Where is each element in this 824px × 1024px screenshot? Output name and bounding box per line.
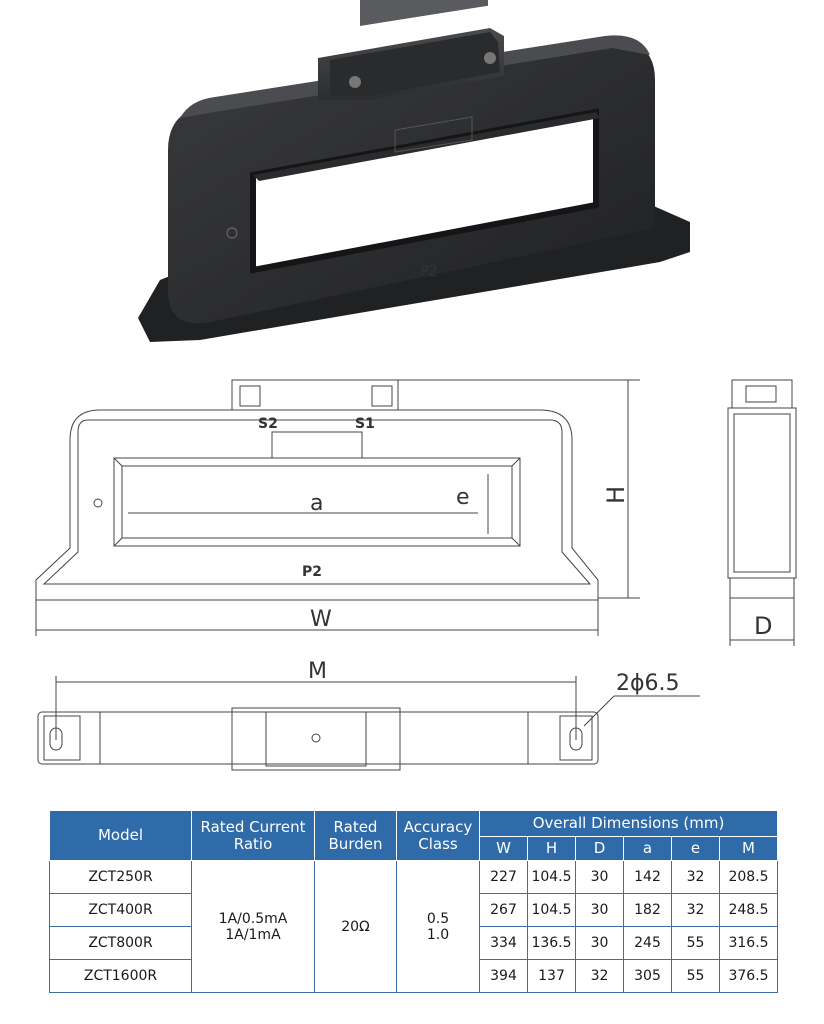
- product-photo: S2 S1 P2: [138, 0, 690, 342]
- header-burden: Rated Burden: [314, 810, 397, 861]
- side-view-drawing: D: [727, 379, 797, 646]
- dim-cell: 104.5: [527, 893, 576, 927]
- dim-cell: 136.5: [527, 926, 576, 960]
- front-p2-label: P2: [302, 564, 322, 580]
- dim-cell: 334: [479, 926, 528, 960]
- header-ratio: Rated Current Ratio: [191, 810, 315, 861]
- photo-window: [250, 108, 599, 274]
- dim-e-label: e: [456, 485, 470, 510]
- dim-cell: 32: [575, 959, 624, 993]
- photo-p2-label: P2: [420, 264, 437, 280]
- front-s2-label: S2: [258, 416, 278, 432]
- front-view-drawing: S2 S1 P2 a e H W: [35, 379, 640, 636]
- model-cell: ZCT1600R: [49, 959, 192, 993]
- header-dim: M: [718, 836, 779, 861]
- dim-cell: 267: [479, 893, 528, 927]
- dim-cell: 305: [623, 959, 672, 993]
- dim-cell: 104.5: [527, 860, 576, 894]
- header-overall: Overall Dimensions (mm): [478, 810, 779, 837]
- model-cell: ZCT800R: [49, 926, 192, 960]
- hole-dim-label: 2ϕ6.5: [616, 671, 680, 696]
- dim-cell: 142: [623, 860, 672, 894]
- photo-s1-label: S1: [470, 88, 488, 104]
- header-dim: W: [479, 836, 528, 861]
- class-cell: 0.5 1.0: [396, 860, 480, 993]
- dim-cell: 245: [623, 926, 672, 960]
- front-s1-label: S1: [355, 416, 375, 432]
- dim-cell: 32: [671, 860, 720, 894]
- dim-cell: 376.5: [718, 959, 779, 993]
- model-cell: ZCT400R: [49, 893, 192, 927]
- table-row: ZCT800R 334 136.5 30 245 55 316.5: [49, 926, 779, 960]
- dim-cell: 55: [671, 959, 720, 993]
- dim-cell: 30: [575, 860, 624, 894]
- dim-cell: 55: [671, 926, 720, 960]
- dim-cell: 394: [479, 959, 528, 993]
- model-cell: ZCT250R: [49, 860, 192, 894]
- dim-a-label: a: [310, 491, 323, 516]
- header-class: Accuracy Class: [396, 810, 480, 861]
- header-dim: e: [671, 836, 720, 861]
- table-row: ZCT250R 1A/0.5mA 1A/1mA 20Ω 0.5 1.0 227 …: [49, 860, 779, 993]
- spec-table: Model Rated Current Ratio Rated Burden A…: [49, 810, 779, 993]
- dim-cell: 30: [575, 893, 624, 927]
- dim-cell: 32: [671, 893, 720, 927]
- table-row: ZCT400R 267 104.5 30 182 32 248.5: [49, 893, 779, 927]
- dim-cell: 137: [527, 959, 576, 993]
- dim-cell: 227: [479, 860, 528, 894]
- burden-cell: 20Ω: [314, 860, 397, 993]
- ratio-cell: 1A/0.5mA 1A/1mA: [191, 860, 315, 993]
- dim-cell: 30: [575, 926, 624, 960]
- dim-cell: 182: [623, 893, 672, 927]
- header-model: Model: [49, 810, 192, 861]
- dim-cell: 248.5: [718, 893, 779, 927]
- header-dim: H: [527, 836, 576, 861]
- dim-m-label: M: [308, 659, 327, 684]
- bottom-view-drawing: M 2ϕ6.5: [37, 659, 700, 771]
- header-dim: D: [575, 836, 624, 861]
- dim-d-label: D: [754, 612, 772, 640]
- table-row: ZCT1600R 394 137 32 305 55 376.5: [49, 959, 779, 993]
- header-dim: a: [623, 836, 672, 861]
- dim-w-label: W: [310, 607, 332, 632]
- dim-cell: 316.5: [718, 926, 779, 960]
- photo-s2-label: S2: [380, 105, 398, 121]
- dim-h-label: H: [602, 486, 630, 504]
- dim-cell: 208.5: [718, 860, 779, 894]
